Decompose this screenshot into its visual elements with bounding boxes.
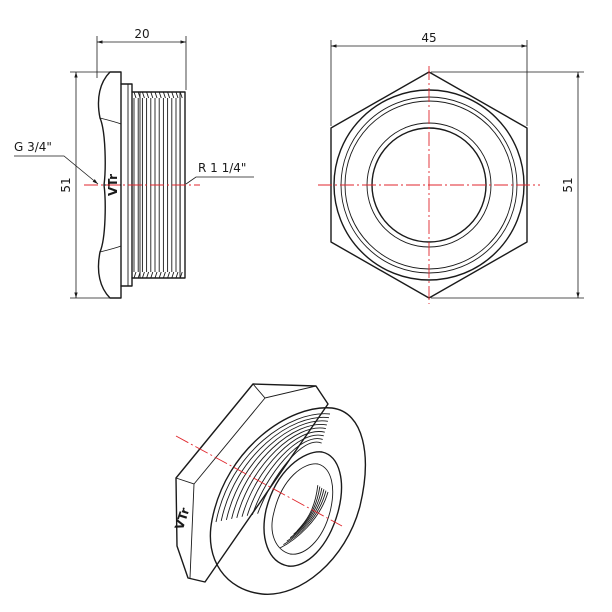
external-thread-label: R 1 1/4" — [198, 161, 246, 175]
front-width-label: 45 — [421, 31, 436, 45]
iso-bore-inner — [271, 463, 334, 555]
isometric-view: VTr — [172, 383, 366, 595]
thread-crest — [141, 91, 145, 279]
side-height-label: 51 — [59, 177, 73, 192]
iso-center-line — [175, 435, 343, 527]
iso-thread-line — [251, 438, 323, 515]
external-thread-leader — [185, 176, 254, 185]
front-height-label: 51 — [561, 177, 575, 192]
internal-thread-leader — [14, 155, 99, 185]
internal-thread-label: G 3/4" — [14, 140, 52, 154]
front-view: 45 51 — [318, 31, 584, 304]
iso-hex-edge — [193, 397, 266, 485]
iso-bore-thread-line — [279, 491, 329, 549]
iso-bore-thread-line — [283, 490, 327, 545]
iso-bore-threads — [279, 485, 329, 549]
hex-facet-edge — [99, 117, 122, 125]
iso-thread-line — [246, 434, 324, 516]
hex-facet-edge — [99, 245, 122, 253]
iso-hex-outline — [175, 383, 329, 583]
iso-thread-line — [231, 424, 327, 519]
iso-thread-line — [257, 441, 322, 514]
side-width-label: 20 — [134, 27, 149, 41]
iso-thread-line — [225, 420, 328, 521]
iso-thread-line — [241, 431, 325, 517]
iso-bore-thread-line — [296, 485, 319, 532]
iso-brand-mark: VTr — [172, 506, 192, 531]
iso-thread-outer — [209, 407, 366, 595]
iso-thread-line — [220, 416, 330, 522]
side-view: VTr 20 51 G 3/4" R 1 1/4" — [14, 27, 254, 299]
iso-bore-thread-line — [286, 489, 325, 542]
iso-thread-line — [215, 413, 331, 523]
iso-bore-outer — [263, 451, 343, 567]
hex-head-outline — [97, 71, 122, 299]
iso-thread-crests — [215, 413, 331, 523]
iso-bore-thread-line — [289, 487, 323, 539]
iso-bore-thread-line — [293, 486, 321, 535]
thread-crest — [171, 91, 175, 279]
iso-thread-line — [236, 427, 326, 518]
